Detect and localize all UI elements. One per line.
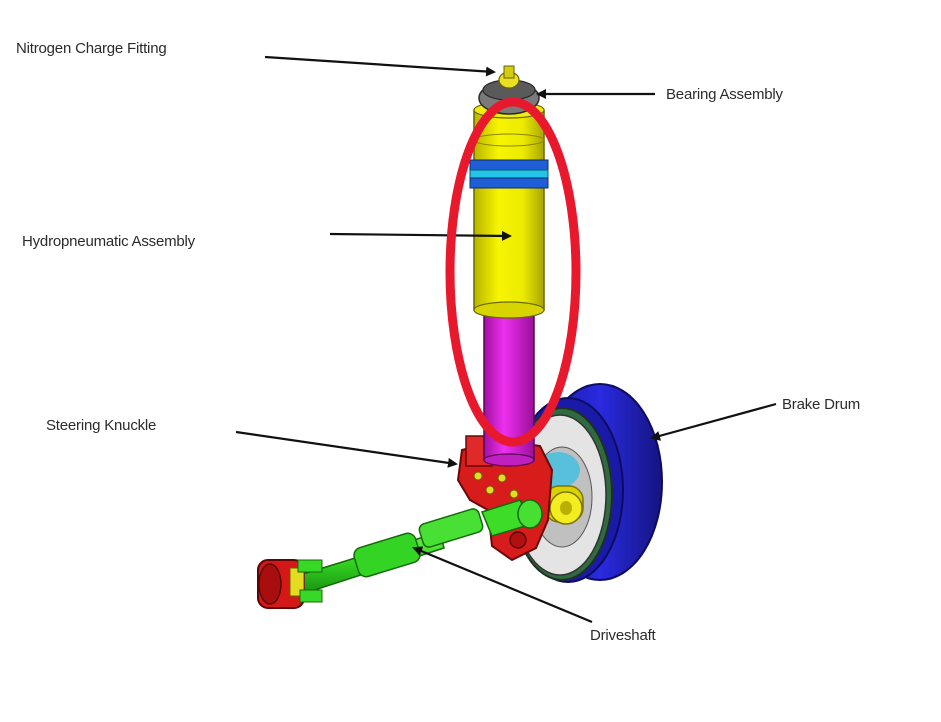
wheel-hub: [544, 485, 584, 525]
leader-lines: [235, 55, 777, 624]
driveshaft: [257, 499, 543, 609]
label-hydropneumatic-assembly: Hydropneumatic Assembly: [22, 233, 195, 250]
label-brake-drum: Brake Drum: [782, 396, 861, 413]
highlight-oval: [445, 97, 581, 447]
label-driveshaft: Driveshaft: [590, 627, 656, 644]
label-nitrogen-charge-fitting: Nitrogen Charge Fitting: [16, 40, 167, 57]
leader-steering: [235, 430, 458, 468]
leader-brake: [650, 402, 777, 441]
leader-driveshaft: [412, 546, 593, 624]
leader-nitrogen: [264, 55, 496, 77]
leader-hydro: [329, 230, 512, 241]
label-steering-knuckle: Steering Knuckle: [46, 417, 157, 434]
label-bearing-assembly: Bearing Assembly: [666, 86, 783, 103]
hydropneumatic-cylinder: [469, 101, 549, 319]
driveshaft-end-yoke: [257, 559, 323, 609]
